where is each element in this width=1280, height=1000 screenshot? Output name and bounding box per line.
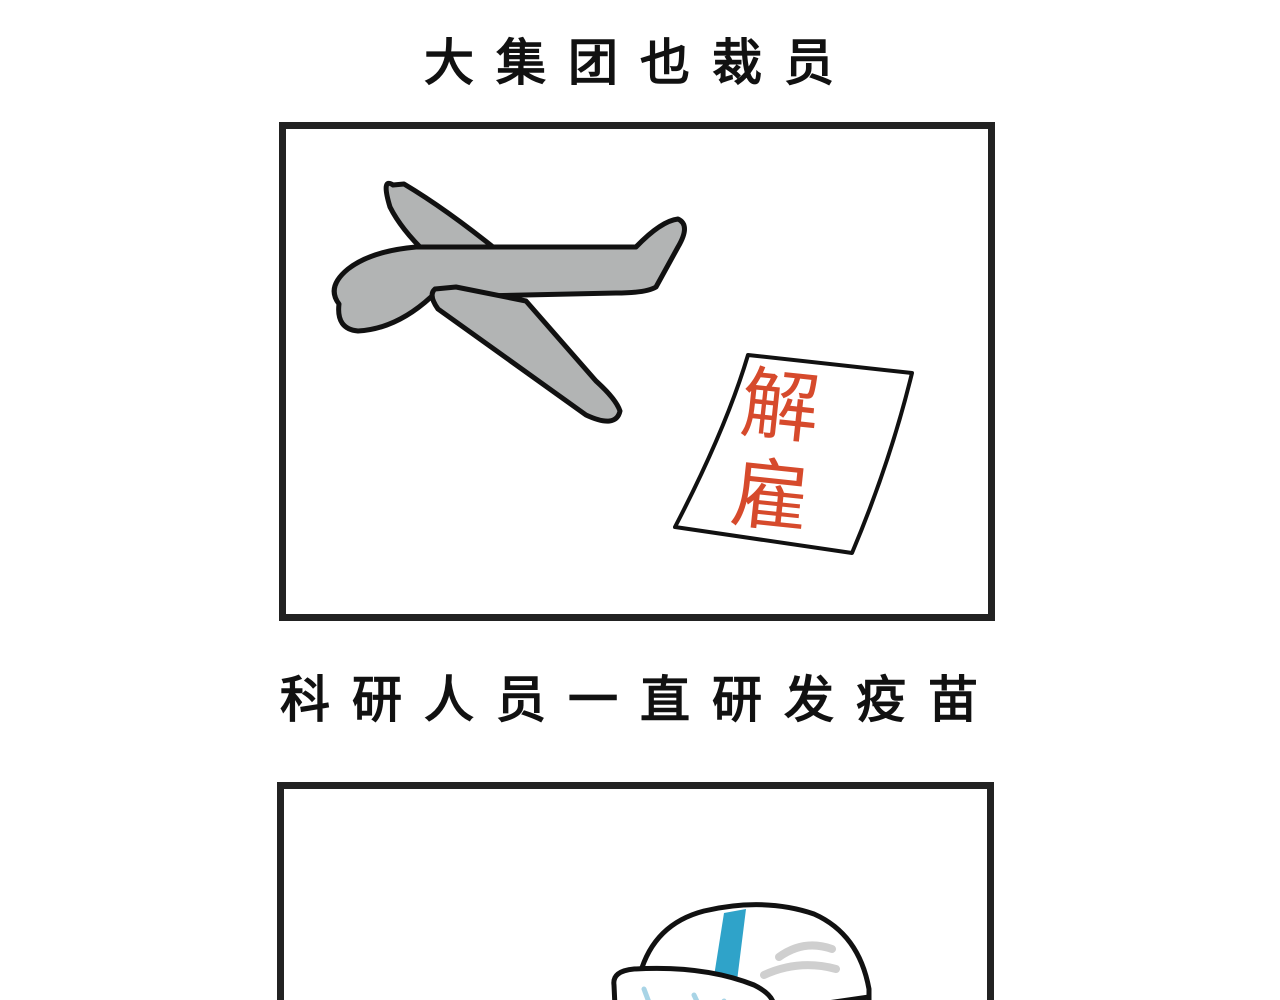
panel-2-drawing: [611, 902, 872, 1000]
comic-panel-1: 解 雇: [279, 122, 995, 621]
notice-char-1: 解: [737, 359, 824, 457]
dismissal-notice-icon: 解 雇: [673, 353, 914, 555]
panel-1-drawing: 解 雇: [331, 180, 914, 555]
airplane-icon: [331, 180, 687, 424]
protective-helmet-icon: [611, 902, 872, 1000]
caption-vaccine-research: 科研人员一直研发疫苗: [280, 671, 1000, 729]
comic-panel-2: [277, 782, 994, 1000]
caption-layoffs: 大集团也裁员: [424, 34, 856, 92]
notice-char-2: 雇: [727, 449, 814, 547]
